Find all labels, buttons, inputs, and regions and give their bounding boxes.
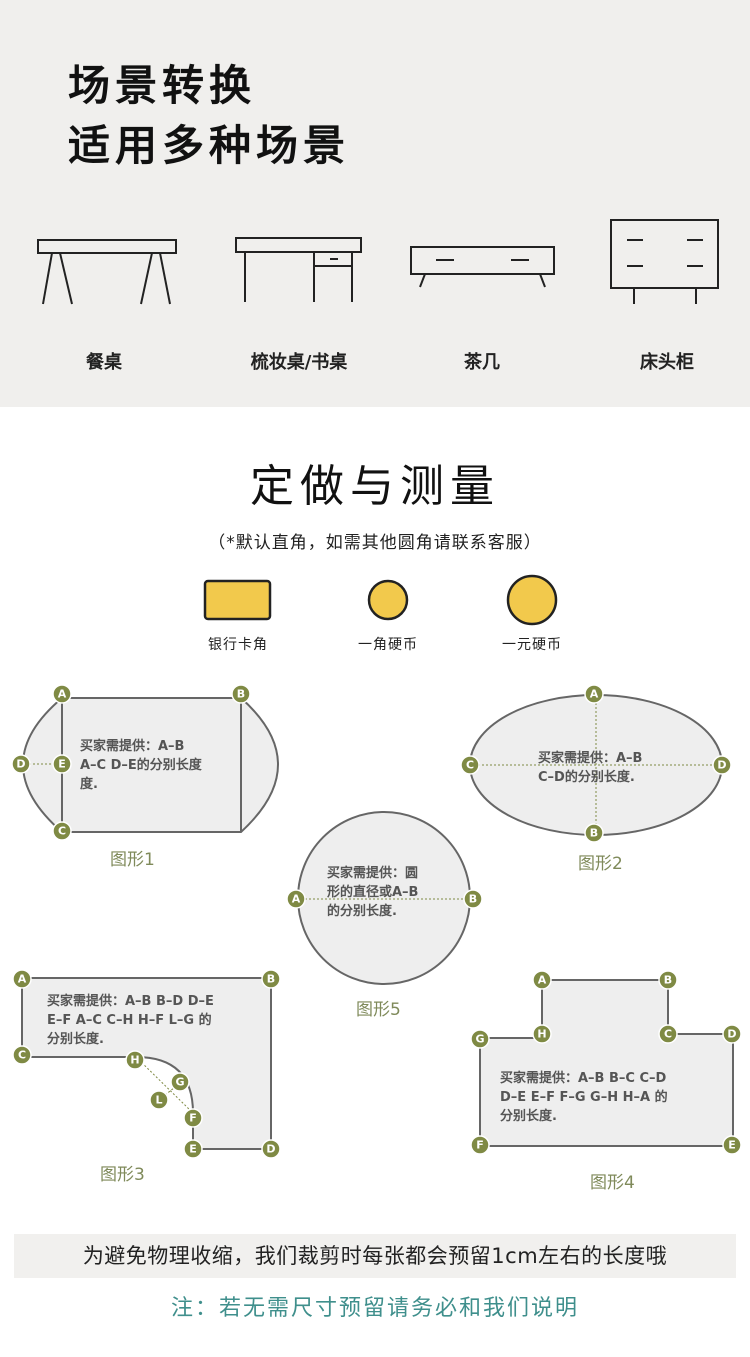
svg-text:C: C	[58, 825, 66, 838]
figure-1-name: 图形1	[110, 850, 155, 870]
point-marker: E	[183, 1139, 203, 1159]
headline-line1: 场景转换	[68, 61, 257, 110]
dining-table-icon	[37, 239, 177, 305]
svg-text:G: G	[475, 1033, 484, 1046]
measure-title: 定做与测量	[250, 461, 500, 512]
point-marker: G	[170, 1072, 190, 1092]
svg-text:E: E	[728, 1139, 736, 1152]
bank-card-corner-icon	[203, 579, 272, 621]
point-marker: E	[722, 1135, 742, 1155]
point-marker: C	[12, 1045, 32, 1065]
svg-text:D: D	[266, 1143, 275, 1156]
svg-text:B: B	[469, 893, 477, 906]
point-marker: H	[125, 1050, 145, 1070]
svg-text:H: H	[537, 1028, 546, 1041]
point-marker: A	[532, 970, 552, 990]
point-marker: L	[149, 1090, 169, 1110]
svg-text:D: D	[727, 1028, 736, 1041]
point-marker: E	[52, 754, 72, 774]
footer-note: 注：若无需尺寸预留请务必和我们说明	[170, 1296, 579, 1321]
svg-text:F: F	[476, 1139, 484, 1152]
point-marker: B	[658, 970, 678, 990]
scene-section	[0, 0, 750, 407]
corner-samples	[203, 574, 558, 626]
point-marker: A	[286, 889, 306, 909]
svg-text:B: B	[590, 827, 598, 840]
point-marker: D	[261, 1139, 281, 1159]
jiao-coin-icon	[367, 579, 409, 621]
point-marker: B	[261, 969, 281, 989]
point-marker: A	[12, 969, 32, 989]
figure-4-name: 图形4	[590, 1173, 635, 1193]
corner-label-jiao: 一角硬币	[358, 637, 418, 653]
point-marker: C	[52, 821, 72, 841]
point-marker: D	[712, 755, 732, 775]
point-marker: H	[532, 1024, 552, 1044]
furniture-label-coffee: 茶几	[464, 352, 500, 373]
svg-text:B: B	[237, 688, 245, 701]
svg-text:G: G	[175, 1076, 184, 1089]
point-marker: D	[11, 754, 31, 774]
point-marker: F	[183, 1108, 203, 1128]
corner-label-yuan: 一元硬币	[502, 637, 562, 653]
svg-text:B: B	[267, 973, 275, 986]
figure-3-name: 图形3	[100, 1165, 145, 1185]
furniture-label-nightstand: 床头柜	[640, 352, 694, 373]
point-marker: B	[231, 684, 251, 704]
svg-text:B: B	[664, 974, 672, 987]
svg-text:F: F	[189, 1112, 197, 1125]
desk-icon	[235, 237, 362, 302]
svg-text:L: L	[155, 1094, 162, 1107]
point-marker: C	[658, 1024, 678, 1044]
svg-text:D: D	[717, 759, 726, 772]
furniture-label-dining: 餐桌	[86, 352, 122, 373]
figure-2-name: 图形2	[578, 854, 623, 874]
furniture-icons	[37, 219, 719, 305]
figure-1	[21, 697, 279, 833]
corner-note: （*默认直角，如需其他圆角请联系客服）	[208, 533, 542, 553]
nightstand-icon	[610, 219, 719, 304]
svg-text:H: H	[130, 1054, 139, 1067]
point-marker: D	[722, 1024, 742, 1044]
svg-text:D: D	[16, 758, 25, 771]
svg-text:A: A	[18, 973, 27, 986]
svg-text:E: E	[189, 1143, 197, 1156]
point-marker: F	[470, 1135, 490, 1155]
point-marker: G	[470, 1029, 490, 1049]
point-marker: B	[584, 823, 604, 843]
coffee-table-icon	[410, 246, 555, 288]
svg-text:C: C	[466, 759, 474, 772]
svg-text:C: C	[664, 1028, 672, 1041]
yuan-coin-icon	[506, 574, 558, 626]
corner-label-card: 银行卡角	[208, 637, 268, 653]
point-marker: A	[52, 684, 72, 704]
furniture-label-desk: 梳妆桌/书桌	[250, 352, 348, 373]
svg-text:A: A	[590, 688, 599, 701]
shape-diagrams: .shape { fill:#eeeeee; stroke:#666; stro…	[11, 684, 742, 1159]
figure-5-name: 图形5	[356, 1000, 401, 1020]
svg-text:A: A	[58, 688, 67, 701]
svg-text:A: A	[538, 974, 547, 987]
point-marker: C	[460, 755, 480, 775]
point-marker: A	[584, 684, 604, 704]
footer-banner	[14, 1234, 736, 1278]
svg-text:A: A	[292, 893, 301, 906]
svg-text:E: E	[58, 758, 66, 771]
headline-line2: 适用多种场景	[68, 121, 351, 170]
footer-banner-text: 为避免物理收缩，我们裁剪时每张都会预留1cm左右的长度哦	[82, 1244, 668, 1268]
svg-text:C: C	[18, 1049, 26, 1062]
point-marker: B	[463, 889, 483, 909]
